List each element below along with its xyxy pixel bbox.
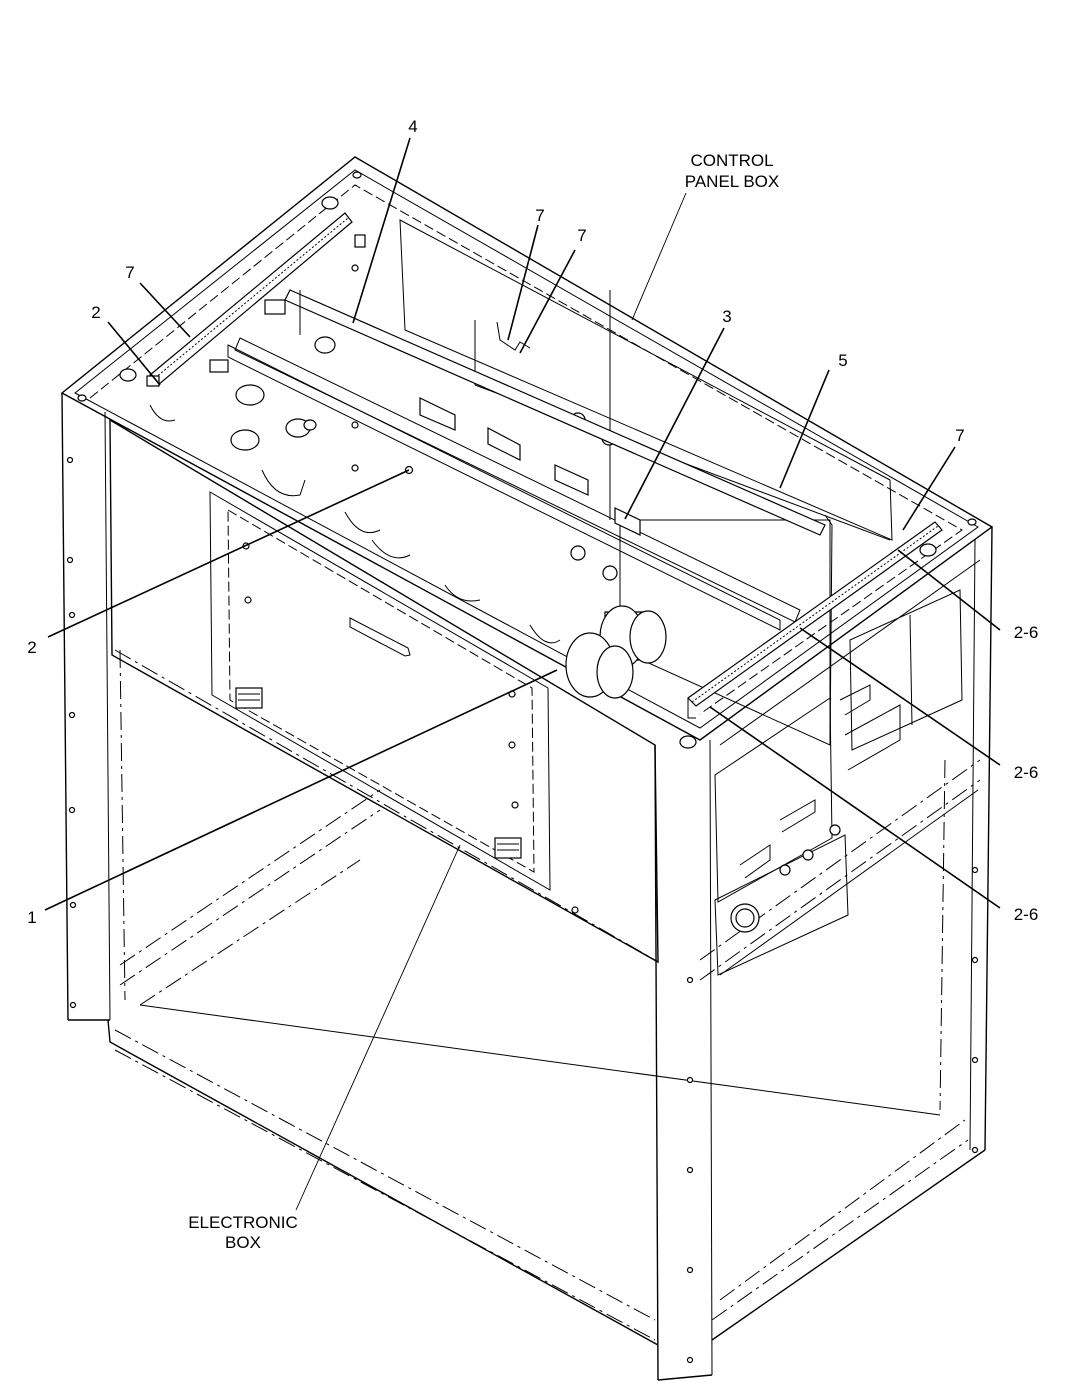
callout-7-right: 7 bbox=[955, 426, 964, 445]
connector-cluster-icon bbox=[149, 234, 561, 644]
callout-4: 4 bbox=[408, 117, 417, 136]
callout-control-panel-box-line2: PANEL BOX bbox=[685, 172, 779, 191]
callout-2-6-a: 2-6 bbox=[1014, 623, 1039, 642]
callout-7-left: 7 bbox=[125, 263, 134, 282]
interior-components bbox=[146, 212, 963, 976]
hinge-right-icon bbox=[494, 837, 522, 859]
callout-labels: 4 CONTROL PANEL BOX 7 7 7 2 3 5 7 2 2-6 … bbox=[27, 117, 1038, 1252]
callout-3: 3 bbox=[722, 307, 731, 326]
callout-2-left: 2 bbox=[27, 638, 36, 657]
callout-2-6-b: 2-6 bbox=[1014, 763, 1039, 782]
callout-5: 5 bbox=[838, 351, 847, 370]
cylinder-pair-icon bbox=[565, 605, 667, 699]
callout-electronic-box-line1: ELECTRONIC bbox=[188, 1213, 298, 1232]
callout-control-panel-box-line1: CONTROL bbox=[690, 151, 773, 170]
callout-electronic-box-line2: BOX bbox=[225, 1233, 261, 1252]
callout-7-top-b: 7 bbox=[577, 226, 586, 245]
callout-2-top: 2 bbox=[91, 303, 100, 322]
callout-7-top-a: 7 bbox=[535, 206, 544, 225]
hinge-left-icon bbox=[235, 687, 263, 709]
callout-2-6-c: 2-6 bbox=[1014, 905, 1039, 924]
cabinet-frame bbox=[60, 156, 994, 1381]
leader-lines bbox=[44, 137, 1001, 1211]
callout-1: 1 bbox=[27, 908, 36, 927]
